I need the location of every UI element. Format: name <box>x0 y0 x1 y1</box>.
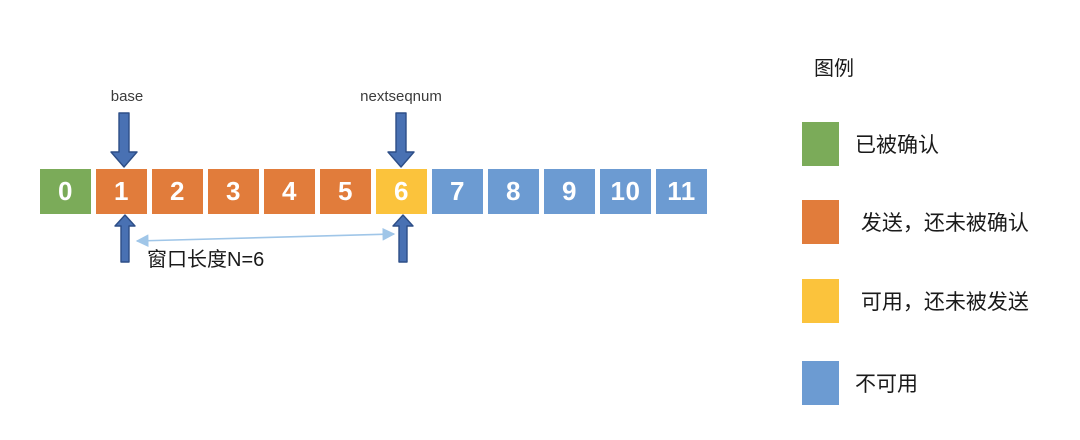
sequence-cell-number: 8 <box>506 176 521 206</box>
base-arrow-icon <box>110 112 138 168</box>
sequence-cell-8: 8 <box>488 169 539 214</box>
sequence-cell-number: 7 <box>450 176 465 206</box>
sequence-cell-number: 3 <box>226 176 241 206</box>
sequence-cell-number: 10 <box>610 176 641 206</box>
sequence-cell-number: 2 <box>170 176 185 206</box>
legend-item-unusable: 不可用 <box>802 361 918 405</box>
sequence-cell-2: 2 <box>152 169 203 214</box>
sequence-cell-number: 9 <box>562 176 577 206</box>
sequence-cell-1: 1 <box>96 169 147 214</box>
legend-title: 图例 <box>814 58 854 80</box>
window-length-label: 窗口长度N=6 <box>147 249 265 271</box>
sequence-cell-number: 1 <box>114 176 129 206</box>
nextseqnum-label: nextseqnum <box>360 88 442 105</box>
base-label: base <box>110 88 144 105</box>
sequence-cell-number: 11 <box>667 176 696 206</box>
sequence-cell-number: 5 <box>338 176 353 206</box>
window-span-arrow-icon <box>135 227 396 248</box>
sequence-cell-number: 0 <box>58 176 73 206</box>
legend-item-sent: 发送，还未被确认 <box>802 200 1029 244</box>
legend-item-acked: 已被确认 <box>802 122 939 166</box>
sequence-cell-7: 7 <box>432 169 483 214</box>
legend-swatch-acked <box>802 122 839 166</box>
sequence-cell-9: 9 <box>544 169 595 214</box>
legend-item-label: 不可用 <box>855 373 918 396</box>
legend-swatch-usable <box>802 279 839 323</box>
sequence-cell-number: 4 <box>282 176 297 206</box>
sequence-cell-5: 5 <box>320 169 371 214</box>
legend-swatch-unusable <box>802 361 839 405</box>
nextseqnum-arrow-icon <box>387 112 415 168</box>
sequence-cell-4: 4 <box>264 169 315 214</box>
legend-swatch-sent <box>802 200 839 244</box>
legend-item-label: 已被确认 <box>855 134 939 157</box>
window-start-arrow-icon <box>114 214 136 263</box>
sequence-cell-3: 3 <box>208 169 259 214</box>
legend-item-label: 发送，还未被确认 <box>855 212 1029 235</box>
sequence-cell-0: 0 <box>40 169 91 214</box>
legend-item-label: 可用，还未被发送 <box>855 291 1029 314</box>
legend-item-usable: 可用，还未被发送 <box>802 279 1029 323</box>
sequence-cell-number: 6 <box>394 176 409 206</box>
sequence-cell-10: 10 <box>600 169 651 214</box>
window-end-arrow-icon <box>392 214 414 263</box>
sequence-cell-6: 6 <box>376 169 427 214</box>
sequence-cell-11: 11 <box>656 169 707 214</box>
